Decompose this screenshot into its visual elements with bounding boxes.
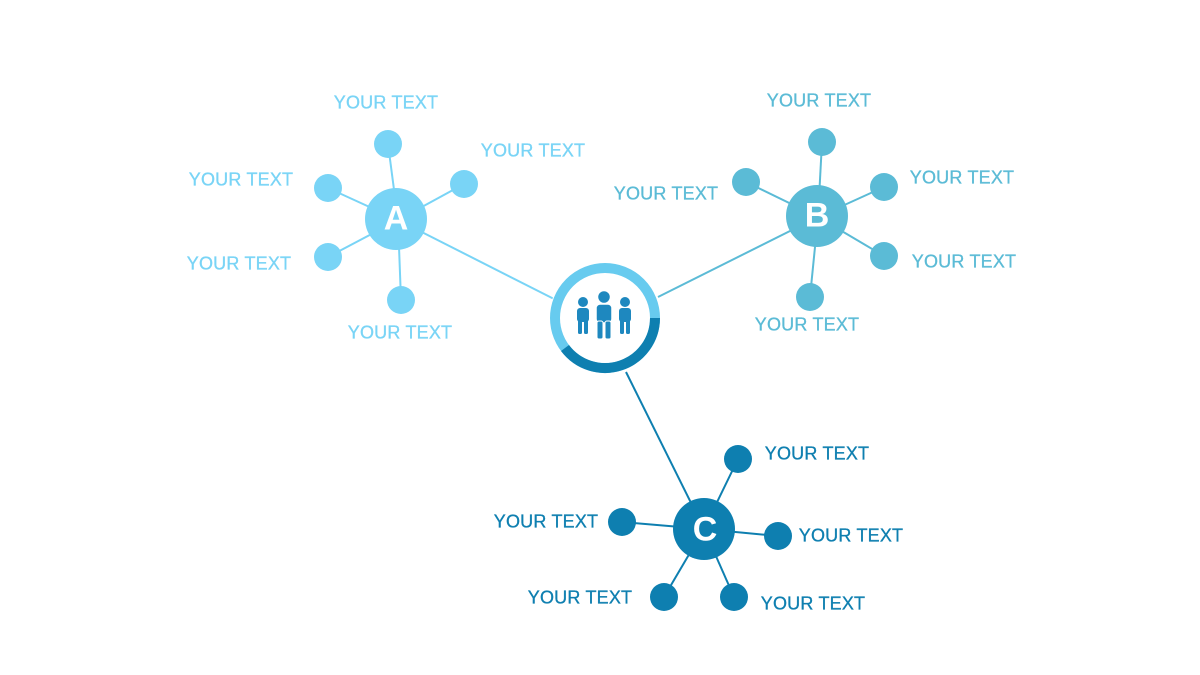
- label-c-2: YOUR TEXT: [493, 511, 599, 532]
- label-c-3: YOUR TEXT: [798, 525, 904, 546]
- node-b-4[interactable]: [870, 242, 898, 270]
- node-c-5[interactable]: [720, 583, 748, 611]
- group-people-icon: [577, 289, 631, 340]
- label-c-5: YOUR TEXT: [760, 593, 866, 614]
- hub-b-letter: B: [804, 196, 830, 235]
- hub-c-circle[interactable]: [673, 498, 735, 560]
- hub-c-letter: C: [692, 510, 718, 549]
- label-b-1: YOUR TEXT: [766, 90, 872, 111]
- node-c-1[interactable]: [724, 445, 752, 473]
- label-a-4: YOUR TEXT: [186, 253, 292, 274]
- node-a-4[interactable]: [314, 243, 342, 271]
- node-c-3[interactable]: [764, 522, 792, 550]
- label-a-5: YOUR TEXT: [347, 322, 453, 343]
- node-a-3[interactable]: [314, 174, 342, 202]
- hub-a-cluster: [314, 130, 478, 314]
- hub-a-letter: A: [383, 199, 409, 238]
- hub-c-cluster: [608, 445, 792, 611]
- label-b-4: YOUR TEXT: [911, 251, 1017, 272]
- label-b-5: YOUR TEXT: [754, 314, 860, 335]
- node-a-5[interactable]: [387, 286, 415, 314]
- node-a-1[interactable]: [374, 130, 402, 158]
- node-b-3[interactable]: [870, 173, 898, 201]
- node-c-4[interactable]: [650, 583, 678, 611]
- label-a-1: YOUR TEXT: [333, 92, 439, 113]
- label-c-1: YOUR TEXT: [764, 443, 870, 464]
- node-b-5[interactable]: [796, 283, 824, 311]
- center-node[interactable]: [549, 262, 661, 374]
- hub-b-cluster: [732, 128, 898, 311]
- node-c-2[interactable]: [608, 508, 636, 536]
- label-c-4: YOUR TEXT: [527, 587, 633, 608]
- hub-b-circle[interactable]: [786, 185, 848, 247]
- node-b-2[interactable]: [732, 168, 760, 196]
- hub-a-circle[interactable]: [365, 188, 427, 250]
- label-b-2: YOUR TEXT: [613, 183, 719, 204]
- connector-a-center: [397, 219, 557, 301]
- node-b-1[interactable]: [808, 128, 836, 156]
- center-ring-dark: [561, 317, 660, 373]
- label-a-3: YOUR TEXT: [188, 169, 294, 190]
- label-a-2: YOUR TEXT: [480, 140, 586, 161]
- label-b-3: YOUR TEXT: [909, 167, 1015, 188]
- node-a-2[interactable]: [450, 170, 478, 198]
